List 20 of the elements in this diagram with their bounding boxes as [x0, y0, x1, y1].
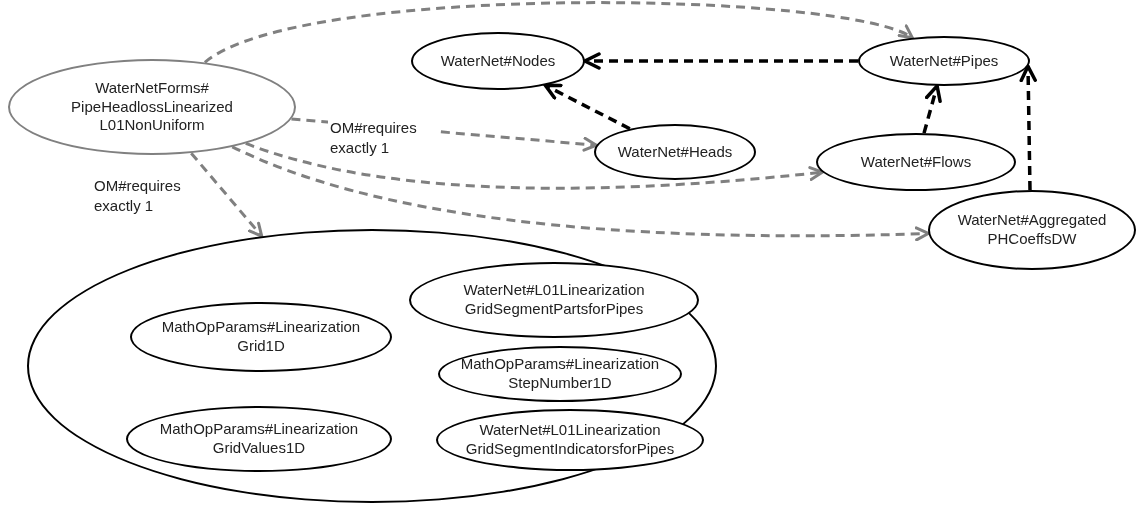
- node-label: MathOpParams#Linearization StepNumber1D: [459, 355, 661, 393]
- node-label: WaterNet#Aggregated PHCoeffsDW: [956, 211, 1108, 249]
- dashed-arrow: [583, 52, 858, 70]
- dashed-arrow: [245, 142, 824, 190]
- node-label: WaterNet#Nodes: [439, 51, 557, 71]
- node-label: WaterNet#Heads: [616, 142, 734, 162]
- node-label: WaterNet#Flows: [859, 152, 973, 172]
- dashed-arrow: [922, 84, 942, 134]
- node-label: WaterNet#L01Linearization GridSegmentPartsforPipes: [462, 281, 646, 319]
- ellipse-node: [858, 36, 1030, 86]
- dashed-arrow: [543, 83, 631, 131]
- ellipse-shape: [27, 229, 717, 503]
- edge-label: OM#requires exactly 1: [328, 118, 437, 157]
- node-label: WaterNetForms# PipeHeadlossLinearized L01NonUniform: [70, 78, 234, 136]
- node-label: MathOpParams#Linearization Grid1D: [160, 318, 362, 356]
- node-label: WaterNet#Pipes: [888, 51, 1000, 71]
- dashed-arrow: [1019, 64, 1037, 191]
- node-label: WaterNet#L01Linearization GridSegmentIndicatorsforPipes: [464, 421, 676, 459]
- node-label: MathOpParams#Linearization GridValues1D: [158, 420, 360, 458]
- dashed-arrow: [231, 145, 930, 242]
